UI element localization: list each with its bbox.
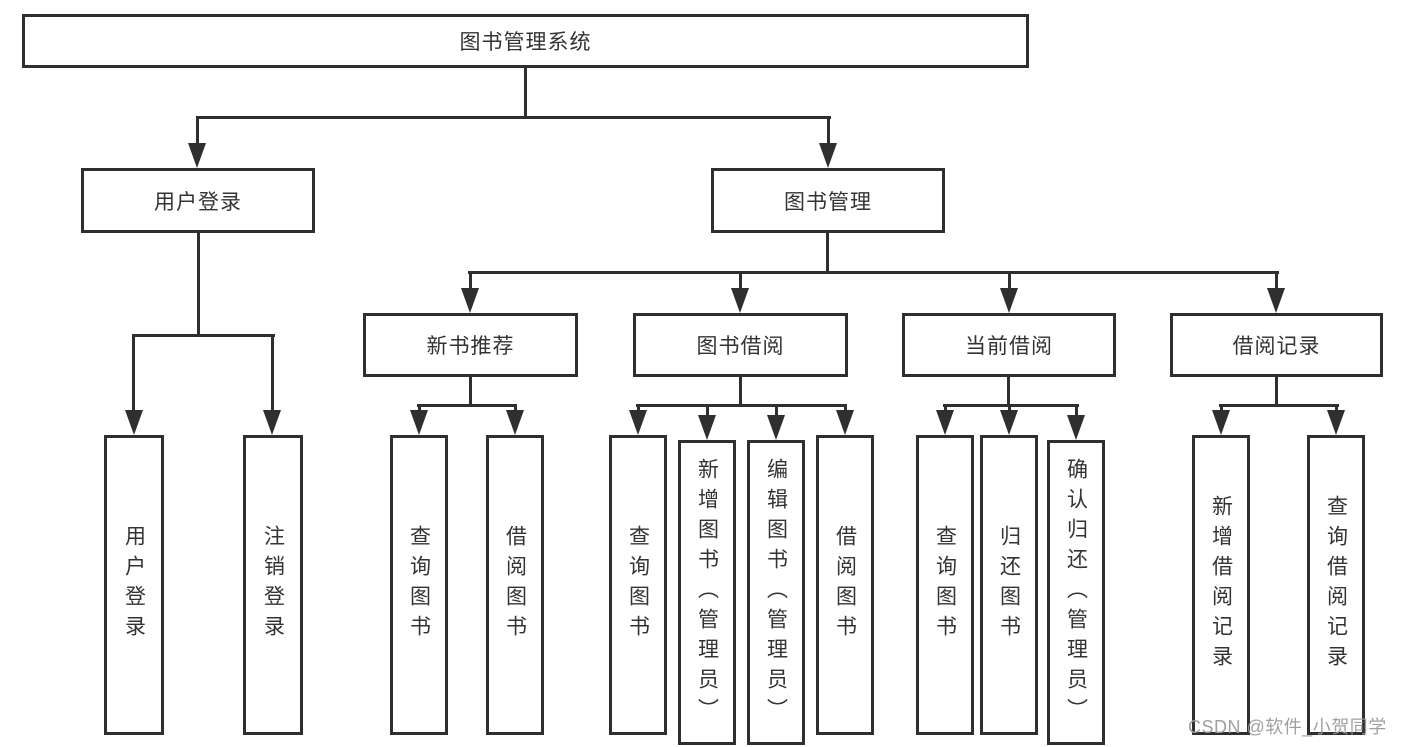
connector-line [132,336,135,412]
connector-line [826,231,829,274]
connector-line [706,406,709,417]
arrow-down-icon [410,410,428,435]
node-user-login: 用户登录 [81,168,315,233]
node-label: 新书推荐 [426,335,515,358]
connector-line [739,375,742,407]
connector-line [271,336,274,412]
connector-line [1275,375,1278,407]
leaf-confirm-return-admin: 确认归还（管理员） [1047,440,1105,745]
leaf-edit-books-admin: 编辑图书（管理员） [747,440,805,745]
connector-line [1335,406,1338,412]
leaf-label: 查询图书 [933,525,957,645]
leaf-borrow-books: 借阅图书 [816,435,874,735]
node-current-borrowing: 当前借阅 [902,313,1116,377]
connector-line [514,406,517,412]
connector-line [196,118,199,145]
leaf-logout: 注销登录 [243,435,303,735]
node-new-book-recommendation: 新书推荐 [363,313,578,377]
leaf-label: 查询图书 [407,525,431,645]
connector-line [636,404,847,407]
arrow-down-icon [461,288,479,313]
arrow-down-icon [1212,410,1230,435]
connector-line [196,116,831,119]
connector-line [1275,273,1278,290]
arrow-down-icon [819,143,837,168]
connector-line [1075,406,1078,417]
arrow-down-icon [836,410,854,435]
leaf-borrow-books-recommend: 借阅图书 [486,435,544,735]
arrow-down-icon [506,410,524,435]
connector-line [637,406,640,412]
connector-line [827,118,830,145]
connector-line [1007,375,1010,407]
connector-line [469,273,472,290]
connector-line [1219,404,1339,407]
arrow-down-icon [125,410,143,435]
leaf-label: 查询借阅记录 [1324,495,1348,675]
leaf-label: 归还图书 [997,525,1021,645]
arrow-down-icon [767,415,785,440]
arrow-down-icon [1067,415,1085,440]
connector-line [417,404,517,407]
arrow-down-icon [263,410,281,435]
leaf-label: 查询图书 [626,525,650,645]
arrow-down-icon [698,415,716,440]
leaf-return-books: 归还图书 [980,435,1038,735]
node-library-management-system: 图书管理系统 [22,14,1029,68]
connector-line [197,230,200,336]
node-label: 图书借阅 [696,335,785,358]
connector-line [468,271,1279,274]
connector-line [1008,406,1011,412]
connector-line [944,406,947,412]
leaf-label: 新增图书（管理员） [695,457,719,728]
node-borrowing-records: 借阅记录 [1170,313,1383,377]
node-label: 用户登录 [154,190,242,214]
node-label: 当前借阅 [965,335,1053,358]
arrow-down-icon [1327,410,1345,435]
csdn-watermark: CSDN @软件_小贺同学 [1188,717,1387,737]
arrow-down-icon [731,288,749,313]
leaf-query-books-current: 查询图书 [916,435,974,735]
arrow-down-icon [1000,288,1018,313]
connector-line [1008,273,1011,290]
connector-line [775,406,778,417]
leaf-label: 确认归还（管理员） [1064,457,1088,728]
leaf-add-borrow-record: 新增借阅记录 [1192,435,1250,735]
leaf-query-borrow-record: 查询借阅记录 [1307,435,1365,735]
connector-line [132,334,275,337]
connector-line [844,406,847,412]
arrow-down-icon [936,410,954,435]
arrow-down-icon [188,143,206,168]
arrow-down-icon [1000,410,1018,435]
leaf-user-login: 用户登录 [104,435,164,735]
connector-line [469,375,472,407]
node-book-management: 图书管理 [711,168,945,233]
connector-line [524,66,527,118]
leaf-label: 借阅图书 [833,525,857,645]
leaf-label: 编辑图书（管理员） [764,457,788,728]
leaf-label: 注销登录 [261,525,285,645]
leaf-query-books-recommend: 查询图书 [390,435,448,735]
arrow-down-icon [629,410,647,435]
leaf-label: 新增借阅记录 [1209,495,1233,675]
connector-line [1220,406,1223,412]
connector-line [943,404,1079,407]
node-label: 图书管理 [784,190,872,214]
leaf-label: 借阅图书 [503,525,527,645]
leaf-query-books-borrowing: 查询图书 [609,435,667,735]
node-label: 借阅记录 [1232,335,1321,358]
node-label: 图书管理系统 [459,31,592,54]
connector-line [739,273,742,290]
leaf-add-books-admin: 新增图书（管理员） [678,440,736,745]
node-book-borrowing: 图书借阅 [633,313,848,377]
arrow-down-icon [1267,288,1285,313]
leaf-label: 用户登录 [122,525,146,645]
connector-line [418,406,421,412]
